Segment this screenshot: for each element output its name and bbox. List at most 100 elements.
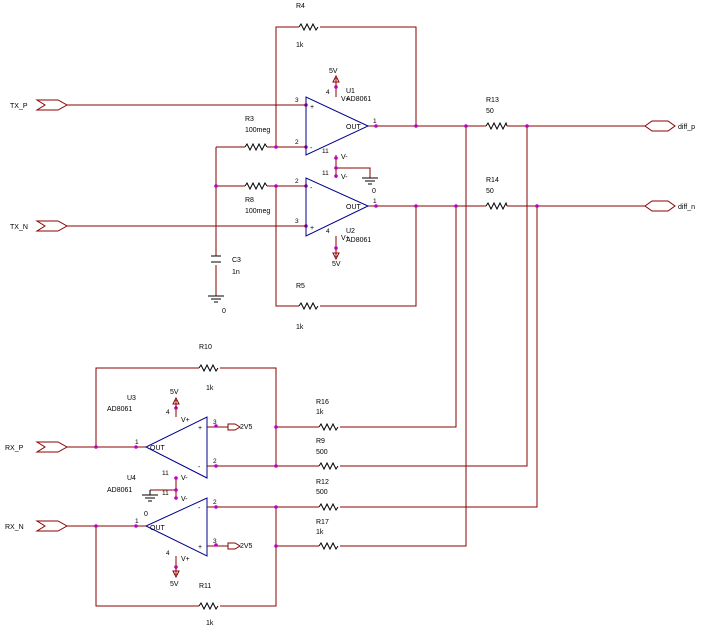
component-ref: R10 (199, 344, 212, 351)
pin-number: 4 (326, 228, 330, 235)
component-ref: R5 (296, 283, 305, 290)
resistor-r13: R13 50 (485, 97, 508, 131)
pin-number: 11 (162, 490, 169, 497)
opamp-vplus-label: V+ (181, 417, 190, 424)
junction-dot (274, 505, 278, 509)
supply-label: 5V (332, 261, 341, 268)
port-label-tx-p: TX_P (10, 103, 28, 110)
component-part: AD8061 (346, 96, 371, 103)
junction-dot (174, 488, 178, 492)
opamp-vplus-label: V+ (341, 96, 350, 103)
port-label-diff-n: diff_n (678, 204, 695, 211)
port-label-tx-n: TX_N (10, 224, 28, 231)
pin-number: 11 (322, 170, 329, 177)
pin-number: 4 (166, 409, 170, 416)
supply-label: 5V (170, 581, 179, 588)
wires (67, 26, 645, 607)
pin-number: 4 (166, 550, 170, 557)
port-label-vref-top: 2V5 (240, 424, 253, 431)
opamp-vminus-label: V- (181, 475, 188, 482)
junction-dot (134, 524, 138, 528)
component-value: 1k (316, 409, 324, 416)
component-ref: R4 (296, 3, 305, 10)
power-u2: 5V (332, 249, 341, 268)
component-ref: R11 (199, 583, 211, 590)
resistor-r4: R4 1k (296, 3, 319, 49)
junction-dot (374, 124, 378, 128)
resistor-r12: R12 500 (316, 479, 339, 512)
junction-dot (214, 505, 218, 509)
component-value: 500 (316, 449, 328, 456)
opamp-out-label: OUT (150, 445, 166, 452)
junction-dot (374, 204, 378, 208)
component-value: 1k (296, 324, 304, 331)
pin-number: 1 (373, 118, 377, 125)
component-ref: U2 (346, 228, 355, 235)
ground-c3: 0 (208, 295, 226, 315)
power-u1: 5V (329, 68, 340, 86)
opamp-vplus-label: V+ (181, 556, 190, 563)
opamp-out-label: OUT (346, 204, 362, 211)
junction-dot (274, 145, 278, 149)
pin-number: 3 (213, 538, 217, 545)
component-ref: R9 (316, 438, 325, 445)
port-label-rx-p: RX_P (5, 445, 24, 452)
junction-dot (414, 204, 418, 208)
component-ref: R16 (316, 399, 329, 406)
junction-dot (214, 424, 218, 428)
ground-u4: 0 (142, 490, 158, 518)
pin-number: 3 (295, 97, 299, 104)
opamp-minus-sign: - (310, 185, 313, 192)
junction-dot (214, 464, 218, 468)
junction-dot (334, 85, 338, 89)
capacitor-c3: C3 1n (211, 255, 241, 276)
opamp-out-label: OUT (346, 124, 362, 131)
opamp-plus-sign: + (198, 544, 202, 551)
junction-dot (134, 445, 138, 449)
opamp-minus-sign: - (310, 145, 313, 152)
resistor-r16: R16 1k (316, 399, 339, 432)
opamp-plus-sign: + (310, 104, 314, 111)
resistor-r3: R3 100meg (244, 116, 270, 152)
port-vref-bottom: 2V5 (227, 542, 253, 550)
ground-label: 0 (144, 511, 148, 518)
component-ref: U1 (346, 88, 355, 95)
opamp-plus-sign: + (198, 425, 202, 432)
junction-dot (464, 124, 468, 128)
junction-dot (334, 166, 338, 170)
junction-dot (454, 204, 458, 208)
component-value: 50 (486, 188, 494, 195)
opamp-minus-sign: - (198, 464, 201, 471)
component-part: AD8061 (107, 487, 132, 494)
component-value: 50 (486, 108, 494, 115)
port-vref-top: 2V5 (227, 423, 253, 431)
component-value: 1k (206, 385, 214, 392)
resistor-r8: R8 100meg (244, 181, 270, 215)
junction-dot (525, 124, 529, 128)
junctions (94, 85, 539, 569)
opamp-minus-sign: - (198, 505, 201, 512)
junction-dot (274, 544, 278, 548)
junction-dot (214, 543, 218, 547)
component-value: 1k (316, 529, 324, 536)
resistor-r14: R14 50 (485, 177, 508, 211)
opamp-u2: - + 2 3 1 11 4 V- V+ OUT U2 AD8061 (295, 170, 377, 244)
pin-number: 2 (213, 499, 217, 506)
ground-label: 0 (222, 308, 226, 315)
ground-u1: 0 (362, 177, 378, 195)
pin-number: 3 (213, 419, 217, 426)
junction-dot (214, 184, 218, 188)
pin-number: 4 (326, 89, 330, 96)
ground-label: 0 (372, 188, 376, 195)
component-ref: R14 (486, 177, 499, 184)
component-ref: R3 (245, 116, 254, 123)
opamp-vminus-label: V- (181, 496, 188, 503)
port-label-vref-bottom: 2V5 (240, 543, 253, 550)
component-value: 100meg (245, 127, 270, 134)
resistor-r5: R5 1k (296, 283, 319, 331)
junction-dot (414, 124, 418, 128)
pin-number: 2 (295, 139, 299, 146)
pin-number: 2 (295, 178, 299, 185)
junction-dot (274, 464, 278, 468)
opamp-vminus-label: V- (341, 154, 348, 161)
